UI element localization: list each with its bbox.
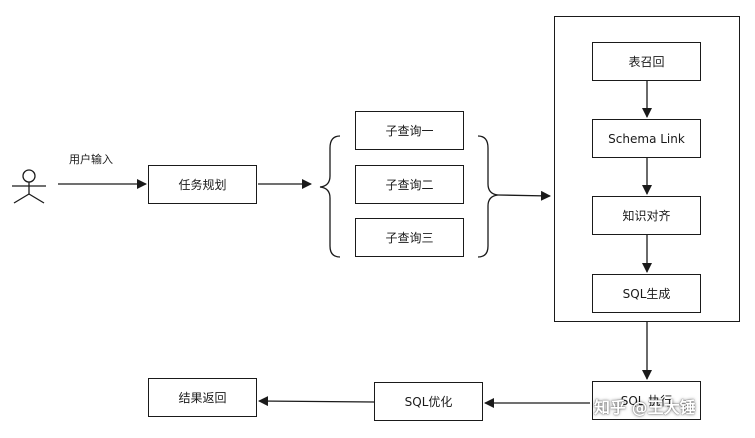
left-brace — [319, 135, 341, 258]
watermark: 知乎 @王大锤 — [594, 398, 696, 417]
arrow-subqueries-to-pipeline — [497, 190, 551, 201]
right-brace — [477, 135, 499, 258]
node-subquery-2: 子查询二 — [355, 165, 464, 204]
node-subquery-3: 子查询三 — [355, 218, 464, 257]
node-sql-execution: SQL 执行 — [592, 381, 701, 420]
stick-figure-icon — [12, 169, 46, 204]
edge-label-user-input: 用户输入 — [69, 153, 113, 166]
pipeline-container — [554, 16, 740, 322]
node-result-return: 结果返回 — [148, 378, 257, 417]
node-task-planning: 任务规划 — [148, 165, 257, 204]
arrow-optimize-to-result — [258, 396, 375, 407]
node-table-recall: 表召回 — [592, 42, 701, 81]
node-knowledge-align: 知识对齐 — [592, 196, 701, 235]
node-subquery-1: 子查询一 — [355, 111, 464, 150]
node-sql-optimize: SQL优化 — [374, 382, 483, 421]
node-schema-link: Schema Link — [592, 119, 701, 158]
node-sql-generation: SQL生成 — [592, 274, 701, 313]
